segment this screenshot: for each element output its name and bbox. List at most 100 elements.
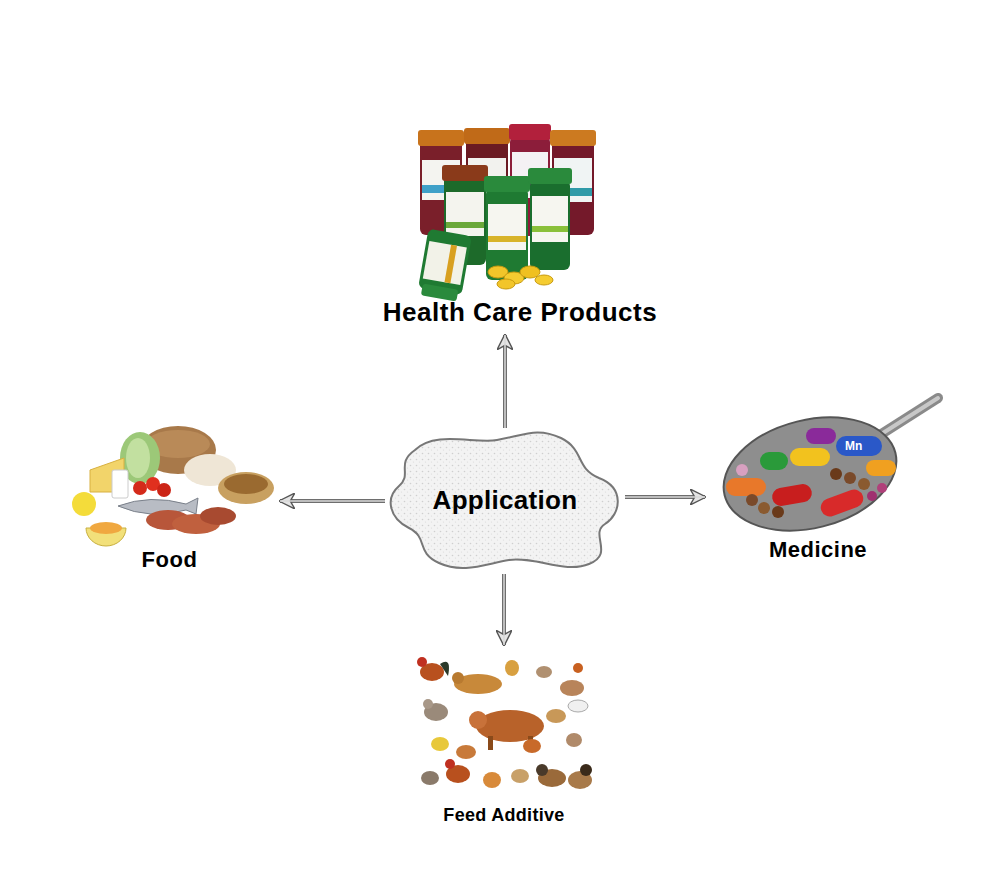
farm-animals-part xyxy=(536,764,548,776)
arrow-highlight xyxy=(503,574,505,645)
arrow-connector xyxy=(505,335,506,428)
farm-animals-part xyxy=(511,769,529,783)
supplement-bottles-part xyxy=(446,192,484,236)
application-area: Feed Additive xyxy=(408,648,600,832)
food-picture-part xyxy=(112,470,128,498)
supplement-bottles-part xyxy=(532,196,568,242)
pill-spoon-part xyxy=(726,478,766,496)
pill-spoon-part xyxy=(877,483,887,493)
supplement-bottles-part xyxy=(528,168,572,184)
farm-animals-part xyxy=(568,700,588,712)
farm-animals-part xyxy=(505,660,519,676)
supplement-bottles-part xyxy=(488,236,526,242)
pill-spoon-part xyxy=(772,506,784,518)
application-area: Health Care Products xyxy=(375,116,665,332)
food-picture xyxy=(72,426,274,546)
application-area: Food xyxy=(62,420,277,576)
supplement-bottles-part xyxy=(532,226,568,232)
farm-animals-part xyxy=(456,745,476,759)
arrow-shaft xyxy=(625,495,705,499)
farm-animals-part xyxy=(440,662,449,676)
food-picture-part xyxy=(200,507,236,525)
farm-animals-part xyxy=(469,711,487,729)
farm-animals-part xyxy=(580,764,592,776)
supplement-bottles-part xyxy=(446,222,484,228)
arrow-shaft xyxy=(503,335,507,428)
pill-spoon-part xyxy=(736,464,748,476)
food-picture-part xyxy=(72,492,96,516)
supplement-bottles-part xyxy=(530,180,570,270)
pill-spoon-part xyxy=(866,460,896,476)
food-picture-part xyxy=(133,481,147,495)
arrow-connector xyxy=(504,574,505,645)
supplement-bottles-part xyxy=(488,204,526,250)
supplement-bottles-part xyxy=(509,124,551,140)
supplement-bottles-part xyxy=(444,245,457,283)
farm-animals-part xyxy=(417,657,427,667)
farm-animals-part xyxy=(452,672,464,684)
food-picture-part xyxy=(157,483,171,497)
blob-outline xyxy=(391,432,618,568)
food-picture-part xyxy=(218,472,274,504)
pill-spoon-part xyxy=(771,483,814,508)
node-label: Medicine xyxy=(769,537,867,562)
farm-animals-part xyxy=(476,710,544,742)
pill-spoon-part xyxy=(746,494,758,506)
arrow-highlight xyxy=(504,335,506,428)
farm-animals-part xyxy=(423,699,433,709)
food-picture-part xyxy=(126,438,150,478)
pill-spoon-part xyxy=(758,502,770,514)
farm-animals-part xyxy=(560,680,584,696)
pill-spoon-part xyxy=(818,487,866,519)
supplement-bottles-part xyxy=(442,165,488,181)
arrow-shaft xyxy=(502,574,506,645)
application-area: Medicine xyxy=(708,388,928,566)
farm-animals-part xyxy=(536,666,552,678)
pill-mark: Mn xyxy=(845,440,862,452)
supplement-bottles-part xyxy=(497,279,515,289)
farm-animals-part xyxy=(421,771,439,785)
pill-spoon-part xyxy=(867,491,877,501)
pill-spoon-part xyxy=(712,400,909,547)
pill-spoon-part xyxy=(858,478,870,490)
arrow-shaft xyxy=(280,499,385,503)
pill-spoon xyxy=(712,398,938,548)
pill-spoon-part xyxy=(806,428,836,444)
farm-animals-part xyxy=(523,739,541,753)
farm-animals xyxy=(417,657,592,789)
farm-animals-part xyxy=(445,759,455,769)
supplement-bottles-part xyxy=(486,188,528,280)
node-label: Food xyxy=(142,547,198,572)
arrow-highlight xyxy=(280,500,385,502)
farm-animals-part xyxy=(573,663,583,673)
supplement-bottles xyxy=(417,124,596,302)
farm-animals-part xyxy=(546,709,566,723)
pill-spoon-part xyxy=(844,472,856,484)
node-label: Feed Additive xyxy=(443,805,564,826)
farm-animals-part xyxy=(566,733,582,747)
supplement-bottles-part xyxy=(520,266,540,278)
supplement-bottles-part xyxy=(418,130,464,146)
pill-spoon-part xyxy=(790,448,830,466)
supplement-bottles-part xyxy=(423,241,467,285)
supplement-bottles-part xyxy=(535,275,553,285)
arrow-highlight xyxy=(625,496,705,498)
food-picture-part xyxy=(90,522,122,534)
center-blob: Application xyxy=(385,428,625,574)
node-label: Health Care Products xyxy=(383,298,657,328)
pill-spoon-part xyxy=(836,436,882,456)
pill-spoon-part xyxy=(760,452,788,470)
arrow-connector xyxy=(625,497,705,498)
supplement-bottles-part xyxy=(484,176,530,192)
farm-animals-part xyxy=(483,772,501,788)
arrow-connector xyxy=(280,501,385,502)
pill-spoon-part xyxy=(830,468,842,480)
supplement-bottles-part xyxy=(550,130,596,146)
farm-animals-part xyxy=(431,737,449,751)
food-picture-part xyxy=(224,474,268,494)
supplement-bottles-part xyxy=(464,128,510,144)
supplement-bottles-part xyxy=(417,229,472,303)
node-label: Application xyxy=(433,486,578,516)
farm-animals-part xyxy=(488,736,493,750)
